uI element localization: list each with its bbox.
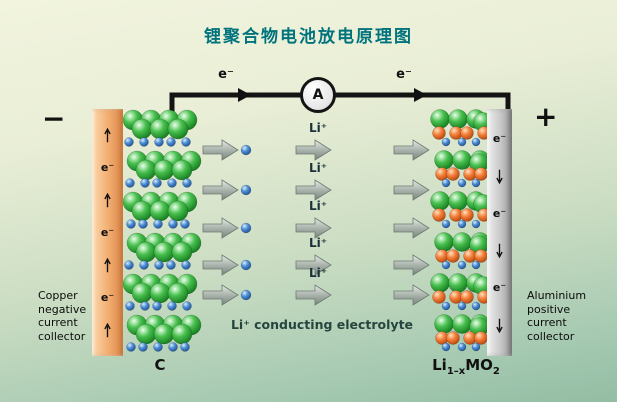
lithium-ion-label: Li⁺ [308,236,328,250]
down-arrow-icon [496,243,503,259]
caption-line: positive [527,302,571,316]
electron-label: e⁻ [492,132,507,146]
positive-terminal-sign: + [534,100,558,133]
electron-label: e⁻ [100,161,115,174]
cathode-label: Li1–xMO2 [416,356,516,377]
copper-current-collector: e⁻ e⁻ e⁻ [92,109,123,356]
up-arrow-icon [104,322,111,337]
caption-line: current [38,316,78,329]
electrolyte-caption: Li⁺ conducting electrolyte [230,317,414,332]
lithium-ion-label: Li⁺ [308,121,328,135]
formula-prefix: Li [432,356,447,374]
formula-subscript: 2 [492,366,500,377]
caption-line: negative [38,302,87,316]
caption-line: Aluminium [527,289,587,302]
caption-line: collector [527,329,575,343]
electron-label: e⁻ [492,281,507,295]
page-title: 锂聚合物电池放电原理图 [204,27,413,47]
aluminium-collector-caption: Aluminium positive current collector [527,289,586,343]
ammeter-label: A [312,87,324,103]
aluminium-current-collector: e⁻ e⁻ e⁻ [487,109,512,356]
down-arrow-icon [496,169,503,184]
up-arrow-icon [104,127,111,142]
wire-electron-label-right: e⁻ [396,67,412,82]
caption-line: Copper [38,289,78,302]
lithium-ion-label: Li⁺ [308,199,328,213]
caption-line: current [527,316,567,329]
copper-collector-caption: Copper negative current collector [38,289,86,343]
electron-label: e⁻ [100,291,115,304]
formula-subscript: 1–x [446,366,466,377]
negative-terminal-sign: − [42,102,66,135]
down-arrow-icon [496,318,503,333]
up-arrow-icon [104,257,111,272]
ammeter: A [300,77,336,113]
up-arrow-icon [104,192,111,207]
electron-label: e⁻ [100,226,115,239]
lithium-ion-label: Li⁺ [308,266,328,280]
wire-electron-label-left: e⁻ [218,67,234,82]
lithium-ion-label: Li⁺ [308,161,328,175]
electron-label: e⁻ [492,206,507,220]
anode-label: C [154,356,166,374]
caption-line: collector [38,329,86,343]
formula-mid: MO [465,356,493,374]
